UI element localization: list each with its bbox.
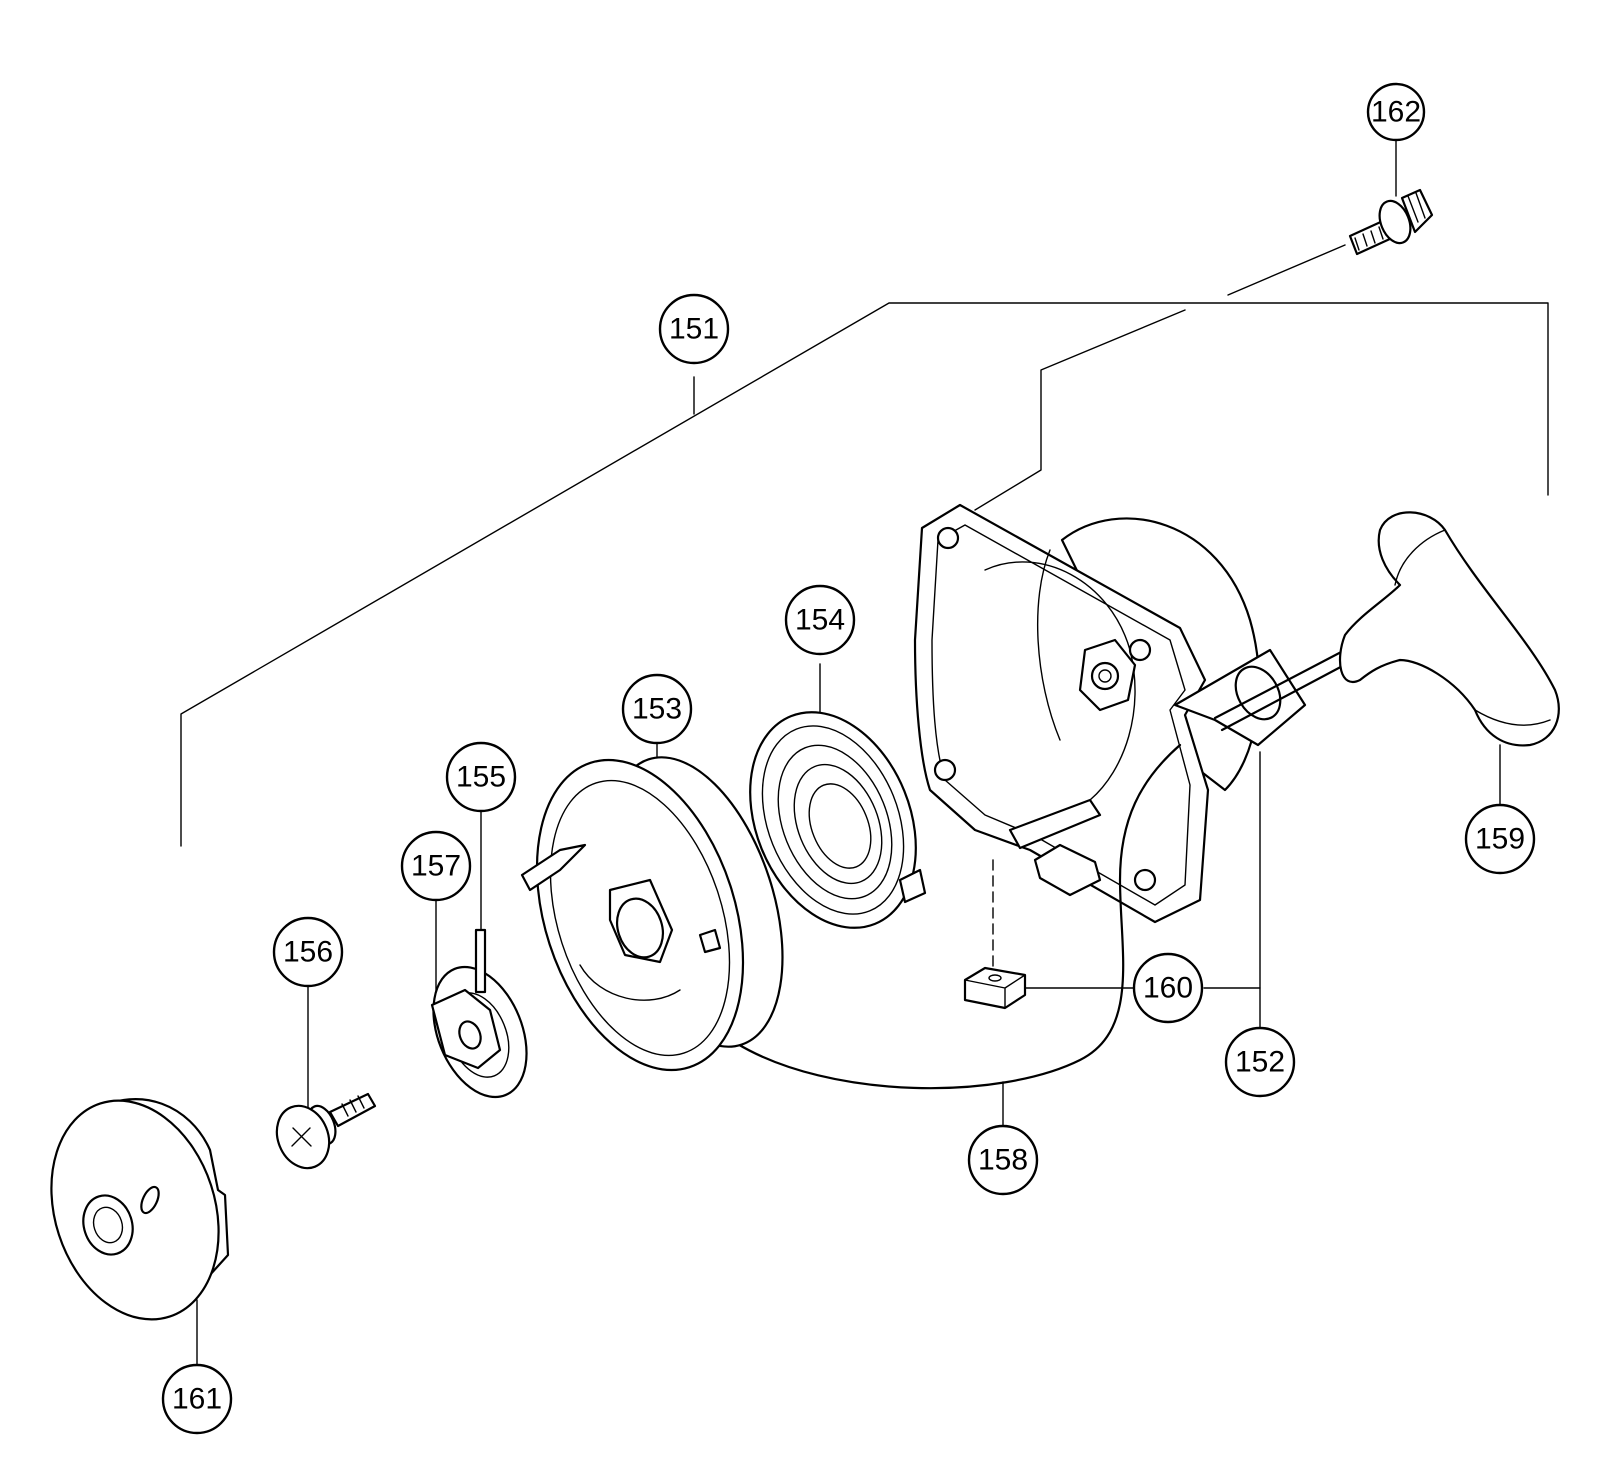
callout-155: 155 — [445, 741, 517, 813]
callout-162: 162 — [1366, 82, 1426, 142]
bolt-162 — [1348, 188, 1434, 256]
pin-155 — [474, 928, 487, 994]
callout-161: 161 — [161, 1363, 233, 1435]
callout-160: 160 — [1132, 952, 1204, 1024]
callout-153: 153 — [621, 673, 693, 745]
callout-158: 158 — [967, 1124, 1039, 1196]
spring-154 — [749, 711, 927, 929]
callout-152-label: 152 — [1235, 1046, 1285, 1079]
ratchet-plate-157 — [430, 965, 528, 1099]
callout-160-label: 160 — [1143, 972, 1193, 1005]
reel-153 — [520, 756, 784, 1072]
callout-151-label: 151 — [669, 313, 719, 346]
callout-157-label: 157 — [411, 850, 461, 883]
assembly-bracket-lines — [180, 139, 1549, 1369]
housing-152 — [913, 503, 1307, 924]
screw-156 — [275, 1092, 377, 1170]
callout-159-label: 159 — [1475, 823, 1525, 856]
callout-157: 157 — [400, 830, 472, 902]
callout-151: 151 — [658, 293, 730, 365]
callout-158-label: 158 — [978, 1144, 1028, 1177]
callout-155-label: 155 — [456, 761, 506, 794]
callout-153-label: 153 — [632, 693, 682, 726]
callout-162-label: 162 — [1371, 96, 1421, 129]
block-160 — [963, 966, 1027, 1010]
callout-161-label: 161 — [172, 1383, 222, 1416]
callout-156-label: 156 — [283, 936, 333, 969]
handle-159 — [1213, 511, 1560, 747]
callout-156: 156 — [272, 916, 344, 988]
callout-159: 159 — [1464, 803, 1536, 875]
callout-154: 154 — [784, 584, 856, 656]
rope-158 — [734, 743, 1182, 1090]
cover-161 — [50, 1098, 230, 1321]
callout-154-label: 154 — [795, 604, 845, 637]
callout-152: 152 — [1224, 1026, 1296, 1098]
